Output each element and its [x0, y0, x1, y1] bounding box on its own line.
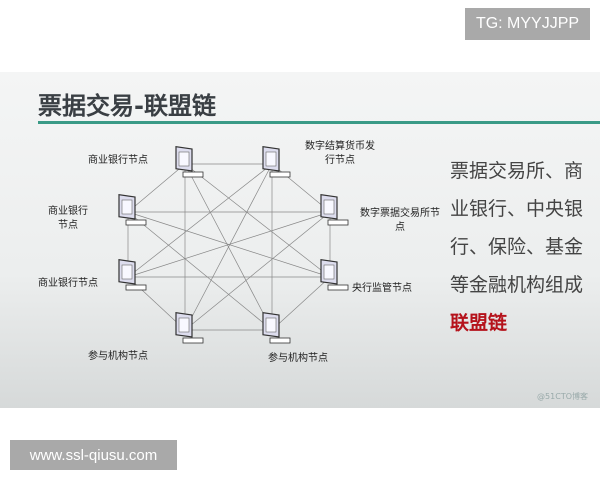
connection-line: [184, 163, 331, 278]
description: 票据交易所、商业银行、中央银行、保险、基金等金融机构组成联盟链: [450, 152, 590, 342]
node-label: 数字结算货币发行节点: [305, 141, 375, 166]
description-text: 票据交易所、商业银行、中央银行、保险、基金等金融机构组成: [450, 160, 584, 296]
connection-line: [184, 163, 273, 331]
node-label: 商业银行节点: [88, 155, 148, 166]
computer-icon: [262, 146, 291, 178]
node-label: 数字票据交易所节点: [360, 208, 440, 233]
connection-line: [127, 211, 273, 331]
computer-icon: [175, 146, 204, 178]
source-watermark: @51CTO博客: [537, 392, 588, 401]
node-label: 商业银行节点: [38, 278, 98, 289]
highlight-text: 联盟链: [450, 312, 508, 334]
node-label: 参与机构节点: [88, 351, 148, 362]
computer-icon: [320, 194, 349, 226]
title-underline: [38, 121, 600, 124]
telegram-watermark: TG: MYYJJPP: [465, 8, 590, 40]
computer-icon: [175, 312, 204, 344]
computer-icon: [118, 194, 147, 226]
url-watermark: www.ssl-qiusu.com: [10, 440, 177, 470]
slide: 票据交易-联盟链 商业银行节点 数字结算货币发行节点 数字票据交易所节点 央行监…: [0, 72, 600, 408]
connection-line: [127, 211, 331, 278]
connection-line: [127, 163, 186, 213]
connection-line: [127, 163, 273, 278]
computer-icon: [118, 259, 147, 291]
node-label: 参与机构节点: [268, 353, 328, 364]
node-label: 商业银行节点: [48, 206, 88, 231]
slide-title: 票据交易-联盟链: [38, 92, 216, 120]
connection-line: [184, 211, 331, 331]
node-label: 央行监管节点: [352, 283, 412, 294]
connection-line: [271, 276, 331, 331]
network-diagram: [118, 146, 349, 344]
computer-icon: [262, 312, 291, 344]
computer-icon: [320, 259, 349, 291]
